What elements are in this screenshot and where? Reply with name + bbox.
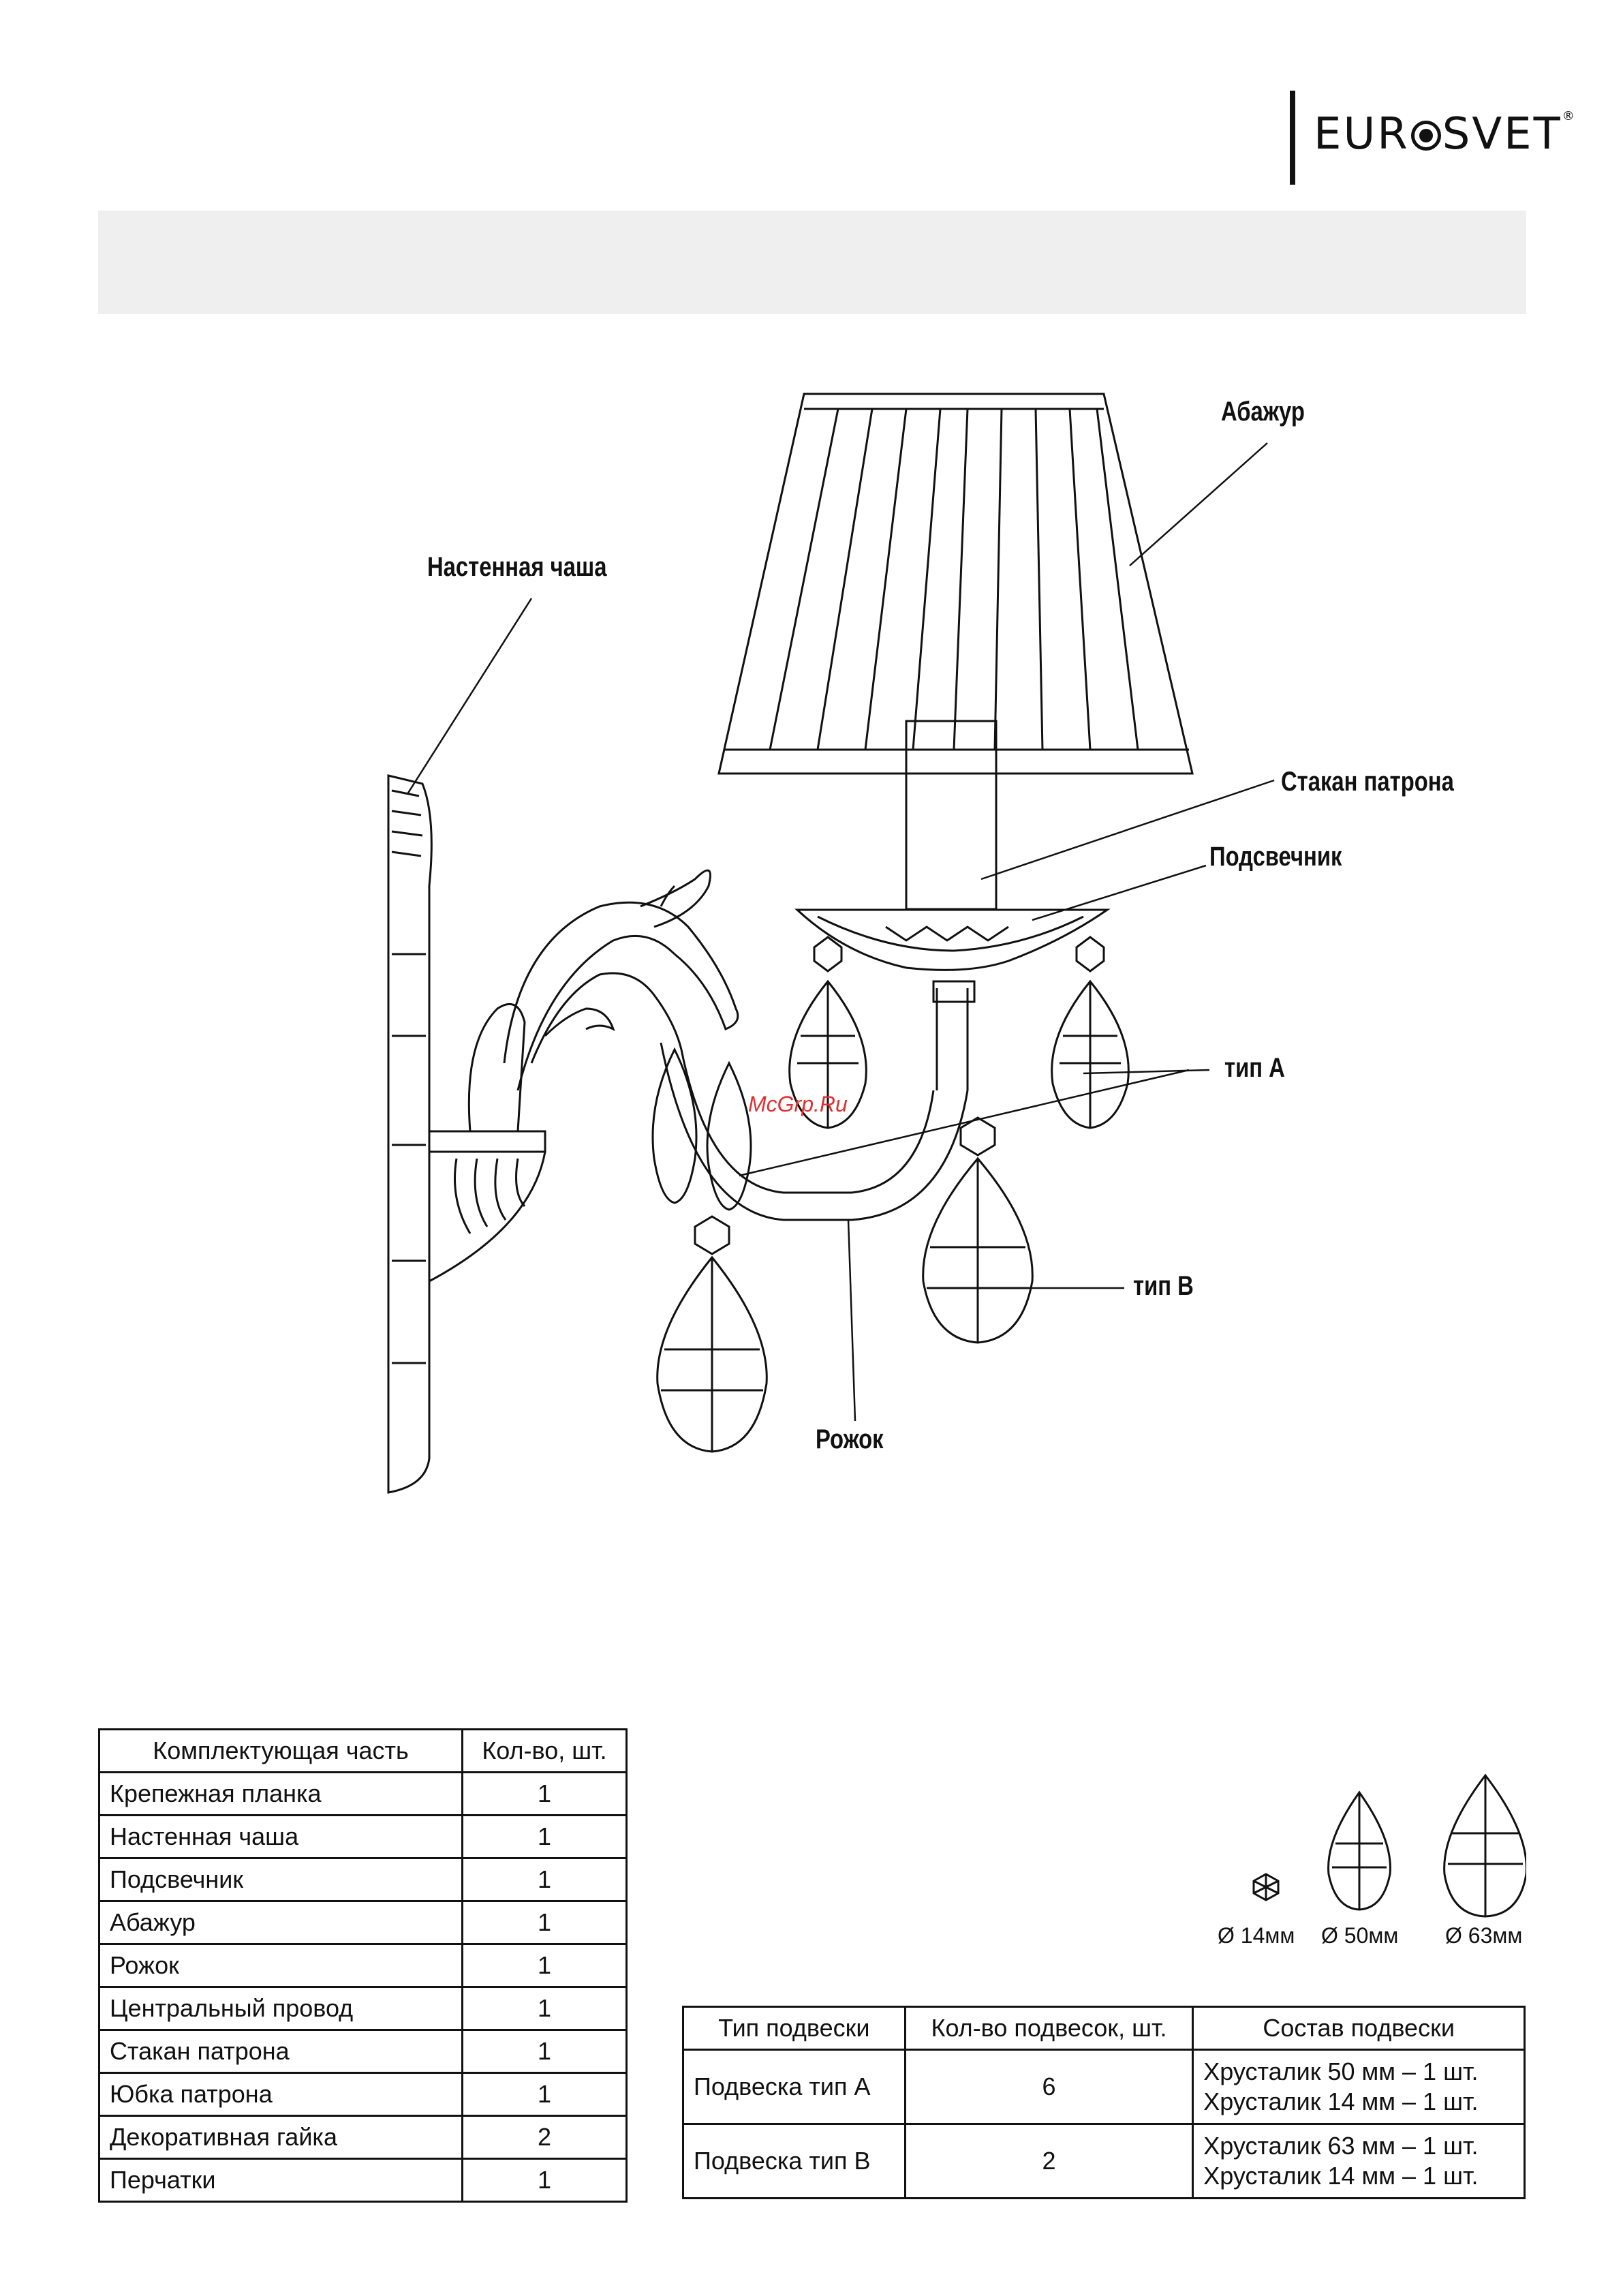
pendant-type: Подвеска тип В — [682, 2123, 906, 2199]
part-name: Юбка патрона — [98, 2072, 463, 2117]
shade — [717, 393, 1194, 775]
part-name: Декоративная гайка — [98, 2115, 463, 2160]
logo-o-mark — [1410, 121, 1441, 151]
sconce-drawing — [387, 393, 1275, 1494]
candle-holder — [794, 908, 1111, 971]
column-header: Кол-во, шт. — [461, 1728, 628, 1773]
pendant-qty: 2 — [903, 2123, 1194, 2199]
arm — [660, 980, 976, 1221]
label-type-a: тип А — [1224, 1053, 1285, 1083]
pendant-qty: 6 — [903, 2049, 1194, 2125]
crystal-b — [922, 1116, 1034, 1344]
crystal-50mm-icon — [1327, 1790, 1391, 1911]
crystal-14mm-icon — [1252, 1873, 1280, 1901]
part-qty: 1 — [461, 1900, 628, 1945]
label-shade: Абажур — [1221, 397, 1305, 427]
crystal-a-right — [1051, 936, 1130, 1129]
logo-divider — [1290, 91, 1295, 185]
part-name: Рожок — [98, 1943, 463, 1988]
part-name: Абажур — [98, 1900, 463, 1945]
crystal-size-icons — [1252, 1773, 1526, 1918]
part-qty: 1 — [461, 1986, 628, 2031]
part-qty: 1 — [461, 1943, 628, 1988]
part-qty: 2 — [461, 2115, 628, 2160]
parts-table: Комплектующая часть Кол-во, шт. Крепежна… — [98, 1728, 628, 2203]
column-header: Состав подвески — [1192, 2006, 1526, 2051]
socket-cup — [905, 720, 998, 910]
part-qty: 1 — [461, 2029, 628, 2074]
label-type-b: тип В — [1133, 1271, 1194, 1301]
part-qty: 1 — [461, 2072, 628, 2117]
part-name: Подсвечник — [98, 1857, 463, 1902]
label-socket-cup: Стакан патрона — [1281, 767, 1454, 797]
wall-plate — [387, 774, 433, 1494]
table-row: Подвеска тип В 2 Хрусталик 63 мм – 1 шт.… — [682, 2123, 1526, 2199]
leaf-ornament — [503, 869, 739, 1091]
label-wall-cup: Настенная чаша — [427, 552, 607, 582]
label-candle-holder: Подсвечник — [1209, 842, 1342, 872]
pendant-composition: Хрусталик 63 мм – 1 шт.Хрусталик 14 мм –… — [1192, 2123, 1526, 2199]
crystal-a-left — [788, 936, 867, 1129]
table-row: Подвеска тип А 6 Хрусталик 50 мм – 1 шт.… — [682, 2049, 1526, 2125]
size-label-50: Ø 50мм — [1321, 1923, 1399, 1948]
wall-cup — [428, 1002, 546, 1283]
column-header: Комплектующая часть — [98, 1728, 463, 1773]
column-header: Тип подвески — [682, 2006, 906, 2051]
crystal-a-arm — [651, 1047, 752, 1211]
part-name: Настенная чаша — [98, 1814, 463, 1859]
part-name: Перчатки — [98, 2158, 463, 2203]
table-header-row: Комплектующая часть Кол-во, шт. — [98, 1728, 628, 1773]
watermark: McGrp.Ru — [748, 1092, 848, 1116]
label-arm: Рожок — [816, 1424, 884, 1454]
table-header-row: Тип подвески Кол-во подвесок, шт. Состав… — [682, 2006, 1526, 2051]
part-qty: 1 — [461, 1857, 628, 1902]
part-name: Центральный провод — [98, 1986, 463, 2031]
crystal-b-arm — [656, 1215, 768, 1453]
pendant-table: Тип подвески Кол-во подвесок, шт. Состав… — [682, 2006, 1526, 2199]
pendant-type: Подвеска тип А — [682, 2049, 906, 2125]
crystal-63mm-icon — [1443, 1773, 1526, 1918]
size-label-63: Ø 63мм — [1445, 1923, 1523, 1948]
size-label-14: Ø 14мм — [1218, 1923, 1295, 1948]
part-qty: 1 — [461, 2158, 628, 2203]
part-name: Крепежная планка — [98, 1771, 463, 1816]
column-header: Кол-во подвесок, шт. — [903, 2006, 1194, 2051]
part-name: Стакан патрона — [98, 2029, 463, 2074]
pendant-composition: Хрусталик 50 мм – 1 шт.Хрусталик 14 мм –… — [1192, 2049, 1526, 2125]
part-qty: 1 — [461, 1814, 628, 1859]
part-qty: 1 — [461, 1771, 628, 1816]
title-band — [98, 211, 1526, 314]
leader-lines — [406, 442, 1275, 1422]
